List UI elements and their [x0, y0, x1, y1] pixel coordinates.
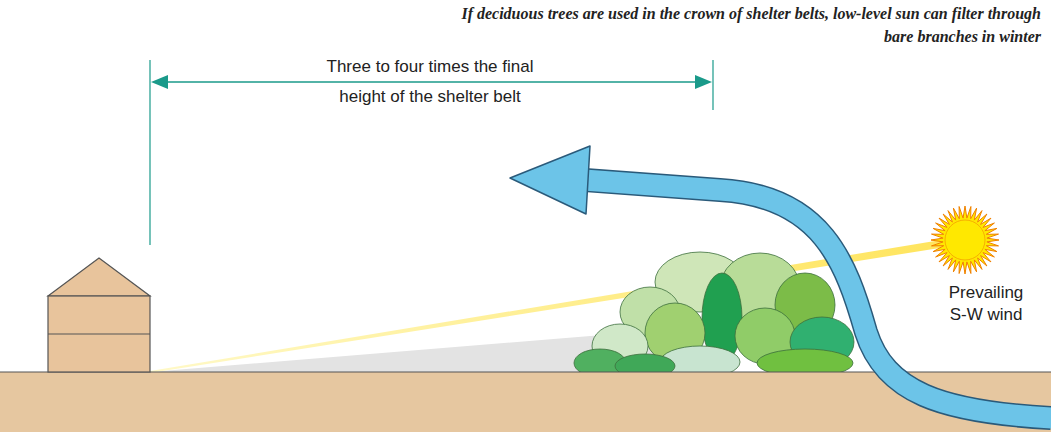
shelter-belt — [574, 252, 854, 378]
caption: If deciduous trees are used in the crown… — [461, 2, 1041, 48]
sun — [931, 206, 999, 274]
wind-label: Prevailing S-W wind — [940, 282, 1032, 326]
dimension-label: Three to four times the final height of … — [310, 52, 550, 112]
house — [48, 258, 150, 372]
wind-arrow — [510, 146, 1051, 418]
